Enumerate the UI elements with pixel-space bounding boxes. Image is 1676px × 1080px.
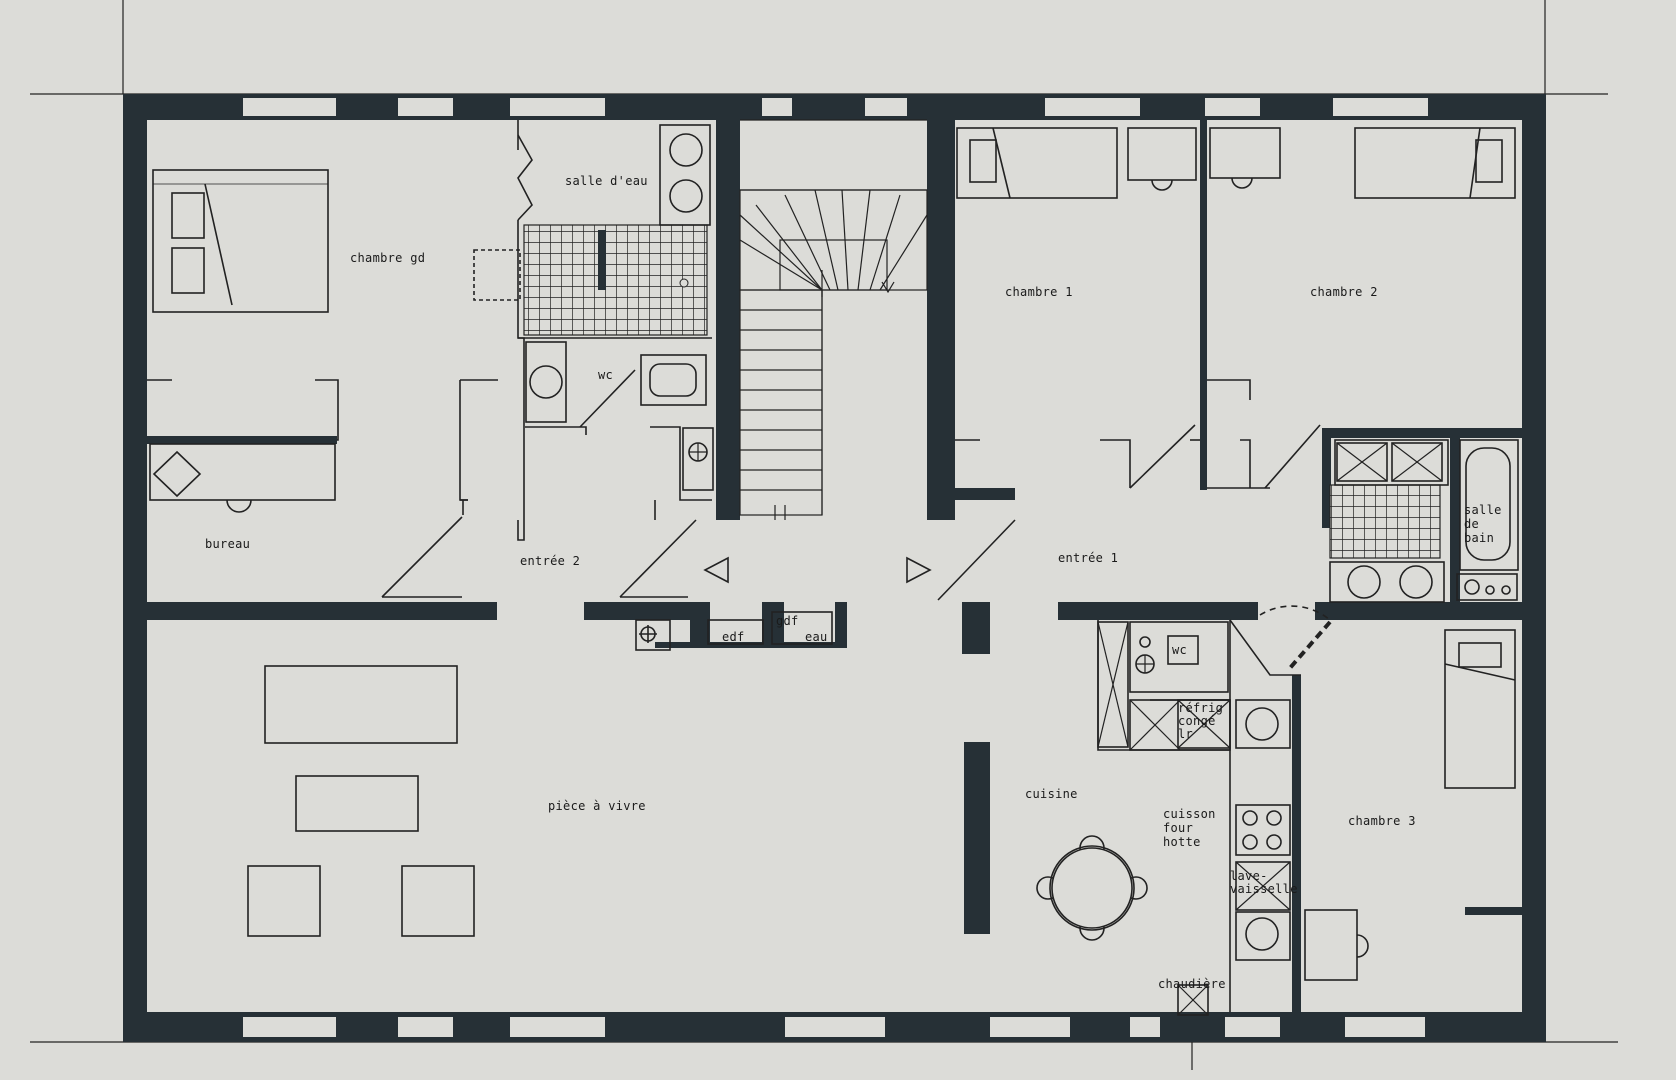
windows-top (243, 98, 1428, 116)
label-chambre-gd: chambre gd (350, 251, 425, 265)
salle-eau-left (473, 124, 714, 491)
kitchen-fixtures (1097, 621, 1291, 1016)
label-salle-de-bain-2: de (1464, 517, 1479, 531)
label-cuisson-2: four (1163, 821, 1193, 835)
bed-chambre-1 (956, 127, 1197, 199)
staircase (739, 119, 928, 520)
entrance-arrows (703, 556, 932, 584)
label-lave-vaisselle-1: lave- (1230, 869, 1268, 883)
label-frigo-3: lr (1178, 727, 1193, 741)
label-lave-vaisselle-2: vaisselle (1230, 882, 1298, 896)
label-cuisson-1: cuisson (1163, 807, 1216, 821)
label-salle-eau: salle d'eau (565, 174, 648, 188)
label-chambre-1: chambre 1 (1005, 285, 1073, 299)
label-bureau: bureau (205, 537, 250, 551)
label-chambre-3: chambre 3 (1348, 814, 1416, 828)
living-furniture (247, 665, 475, 937)
salle-de-bain-right (1329, 439, 1519, 603)
label-salle-de-bain-3: bain (1464, 531, 1494, 545)
door-swings (381, 134, 1332, 670)
label-wc-2: wc (1172, 643, 1187, 657)
bureau-desk (149, 443, 336, 513)
meter-boxes (635, 611, 833, 651)
label-frigo-2: congé (1178, 714, 1216, 728)
label-cuisson-3: hotte (1163, 835, 1201, 849)
label-salle-de-bain-1: salle (1464, 503, 1502, 517)
windows-bottom (243, 1017, 1425, 1037)
label-edf: edf (722, 630, 745, 644)
label-gdf: gdf (776, 614, 799, 628)
room-labels: chambre gd salle d'eau wc bureau entrée … (205, 174, 1502, 991)
label-eau: eau (805, 630, 828, 644)
interior-walls (147, 120, 1545, 1012)
label-entree-1: entrée 1 (1058, 551, 1118, 565)
label-entree-2: entrée 2 (520, 554, 580, 568)
double-bed (152, 169, 329, 313)
label-frigo-1: réfrig (1178, 701, 1223, 715)
bed-chambre-2 (1209, 127, 1516, 199)
label-cuisine: cuisine (1025, 787, 1078, 801)
label-chambre-2: chambre 2 (1310, 285, 1378, 299)
label-piece-a-vivre: pièce à vivre (548, 799, 646, 813)
bed-chambre-3 (1304, 629, 1516, 981)
dining-table (1036, 835, 1148, 941)
label-wc-1: wc (598, 368, 613, 382)
label-chaudiere: chaudière (1158, 977, 1226, 991)
